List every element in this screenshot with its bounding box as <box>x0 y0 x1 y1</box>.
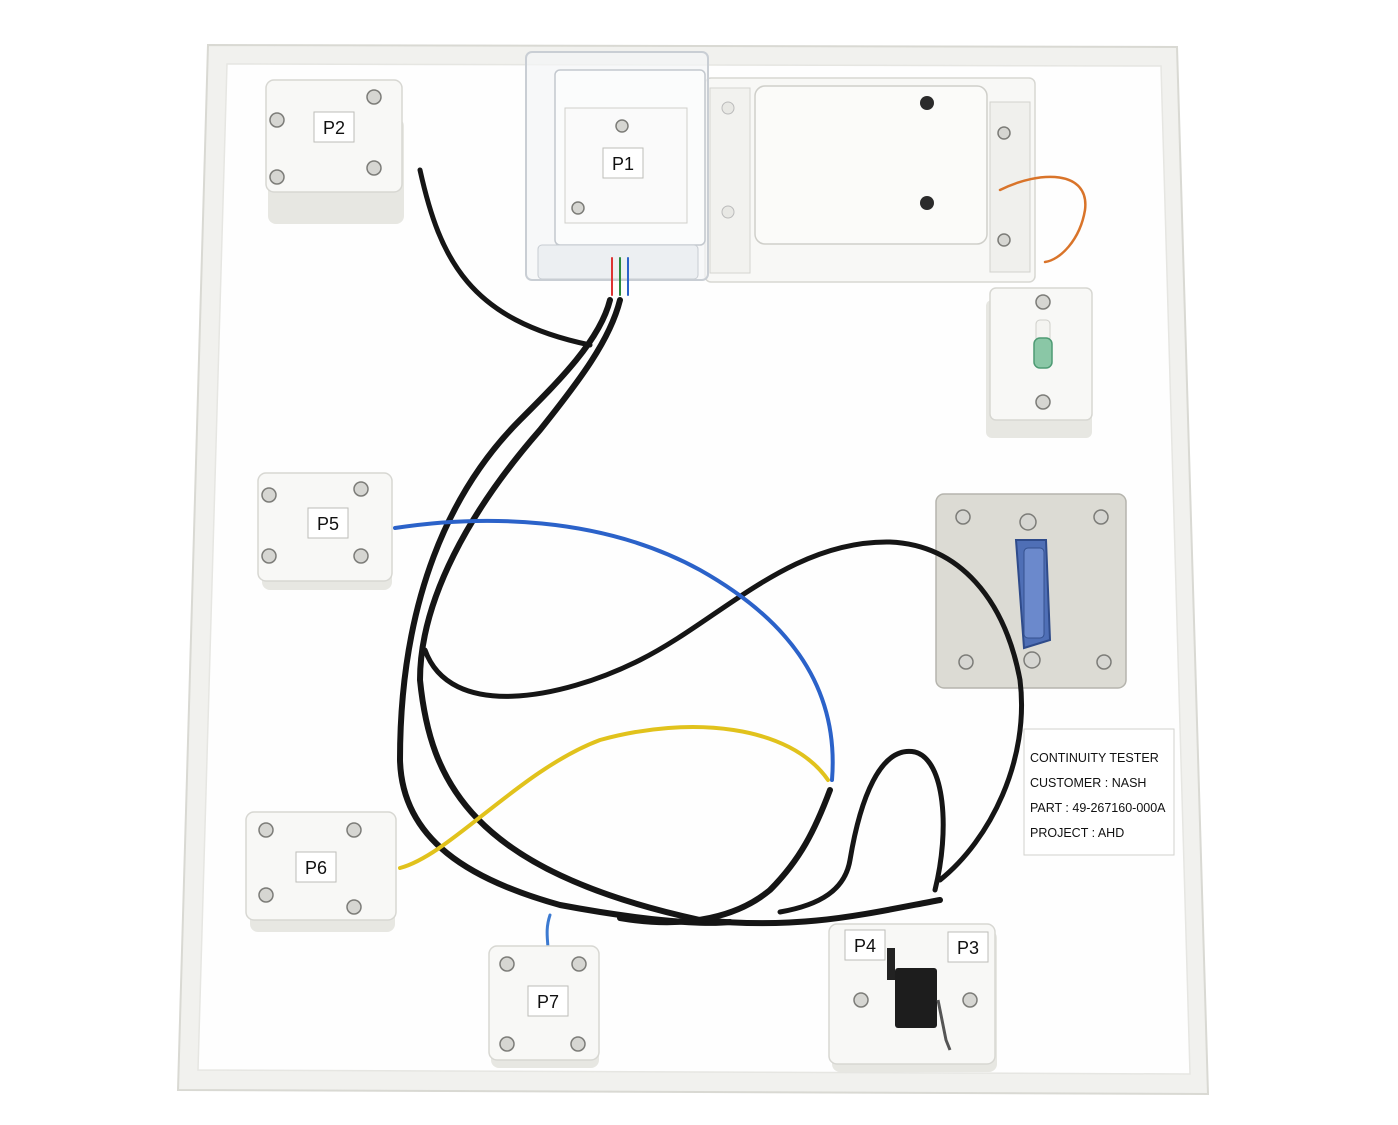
info-line-part: PART : 49-267160-000A <box>1030 801 1166 815</box>
info-label: CONTINUITY TESTER CUSTOMER : NASH PART :… <box>1023 728 1175 856</box>
fuse-block <box>986 287 1093 438</box>
label-p3-text: P3 <box>957 938 979 958</box>
connector-label-p3: P3 <box>947 931 989 963</box>
info-line-project: PROJECT : AHD <box>1030 826 1124 840</box>
dsub-connector-plate <box>935 493 1127 689</box>
label-p1-text: P1 <box>612 154 634 174</box>
label-p2-text: P2 <box>323 118 345 138</box>
connector-label-p1: P1 <box>602 147 644 179</box>
info-line-title: CONTINUITY TESTER <box>1030 751 1159 765</box>
wire-harness <box>393 167 1087 952</box>
block-p2 <box>265 79 404 224</box>
connector-label-p4: P4 <box>844 929 886 961</box>
label-p6-text: P6 <box>305 858 327 878</box>
label-p4-text: P4 <box>854 936 876 956</box>
block-p5 <box>257 472 393 590</box>
label-p5-text: P5 <box>317 514 339 534</box>
label-p7-text: P7 <box>537 992 559 1012</box>
connector-label-p7: P7 <box>527 985 569 1017</box>
connector-label-p5: P5 <box>307 507 349 539</box>
info-line-customer: CUSTOMER : NASH <box>1030 776 1146 790</box>
connector-label-p2: P2 <box>313 111 355 143</box>
p1-fixture-assembly <box>525 51 1036 283</box>
connector-label-p6: P6 <box>295 851 337 883</box>
